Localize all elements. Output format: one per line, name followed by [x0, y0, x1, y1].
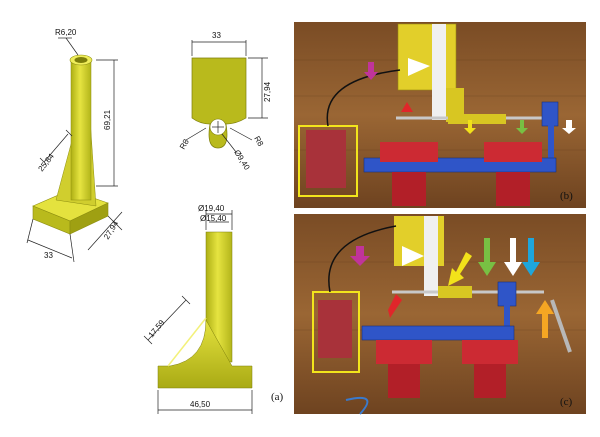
dim-inner-dia: Ø15,40: [200, 214, 227, 223]
panel-b-label: (b): [560, 190, 573, 202]
dim-2584: 25,84: [36, 151, 56, 173]
side-view: Ø19,40 Ø15,40 17,59 46,50: [143, 204, 253, 414]
dim-2794-top: 27,94: [263, 81, 272, 102]
top-view: 33 27,94 R8 R8 Ø9,40: [178, 31, 272, 172]
dim-4650: 46,50: [190, 400, 211, 409]
iso-part-view: R6,20 69,21 25,84 27,94 33: [26, 28, 123, 263]
dim-r620: R6,20: [55, 28, 77, 37]
dim-1759: 17,59: [147, 318, 167, 340]
dim-6921: 69,21: [103, 109, 112, 130]
photo-c: [294, 214, 586, 415]
dim-33-iso: 33: [44, 251, 53, 260]
panel-a-label: (a): [271, 391, 284, 403]
dim-2794-iso: 27,94: [102, 219, 121, 241]
dim-hole: Ø9,40: [232, 148, 251, 172]
dim-r8-right: R8: [252, 135, 265, 149]
photo-b: [294, 22, 586, 208]
dim-33-top: 33: [212, 31, 221, 40]
panel-c-label: (c): [560, 396, 573, 408]
dim-r8-left: R8: [178, 137, 191, 151]
dim-outer-dia: Ø19,40: [198, 204, 225, 213]
